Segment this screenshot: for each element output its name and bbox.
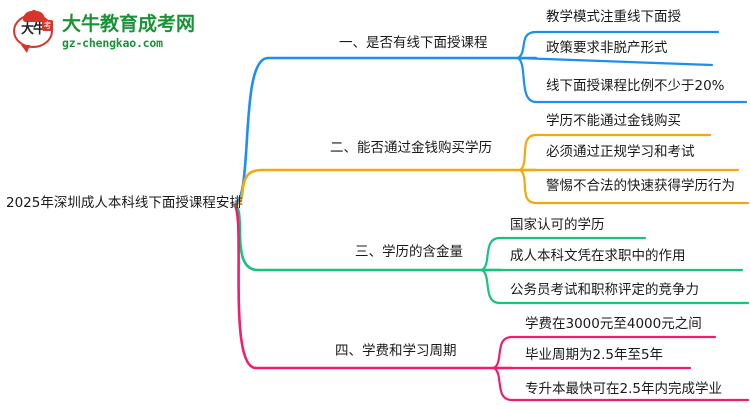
mindmap-subtopic-1-3: 线下面授课程比例不少于20%	[546, 78, 725, 94]
mindmap-subtopic-3-1: 国家认可的学历	[510, 217, 605, 233]
site-logo: 大牛 考 大牛教育成考网 gz-chengkao.com	[12, 6, 212, 58]
logo-mark-text: 大牛	[20, 22, 46, 37]
mindmap-topic-2: 二、能否通过金钱购买学历	[330, 140, 492, 156]
mindmap-subtopic-4-3: 专升本最快可在2.5年内完成学业	[525, 381, 722, 397]
logo-title: 大牛教育成考网	[62, 12, 196, 35]
mindmap-subtopic-3-2: 成人本科文凭在求职中的作用	[510, 248, 686, 264]
mindmap-subtopic-2-1: 学历不能通过金钱购买	[546, 113, 681, 129]
mindmap-root-node: 2025年深圳成人本科线下面授课程安排	[6, 195, 243, 211]
mindmap-subtopic-3-3: 公务员考试和职称评定的竞争力	[510, 282, 699, 298]
mindmap-subtopic-2-3: 警惕不合法的快速获得学历行为	[546, 178, 735, 194]
logo-cap-dot	[31, 10, 37, 15]
mindmap-subtopic-4-1: 学费在3000元至4000元之间	[525, 316, 702, 332]
mindmap-topic-1: 一、是否有线下面授课程	[339, 35, 488, 51]
logo-cap-shape	[23, 11, 45, 22]
mindmap-topic-4: 四、学费和学习周期	[335, 343, 457, 359]
mindmap-subtopic-4-2: 毕业周期为2.5年至5年	[525, 347, 664, 363]
mindmap-subtopic-1-2: 政策要求非脱产形式	[546, 40, 668, 56]
mindmap-subtopic-1-1: 教学模式注重线下面授	[546, 9, 681, 25]
daniu-speech-bubble-logo-icon: 大牛 考	[12, 10, 56, 54]
mindmap-topic-3: 三、学历的含金量	[355, 244, 463, 260]
logo-bubble-tail	[21, 45, 30, 53]
logo-text-block: 大牛教育成考网 gz-chengkao.com	[62, 12, 196, 50]
logo-mark-badge: 考	[42, 20, 53, 31]
mindmap-subtopic-2-2: 必须通过正规学习和考试	[546, 144, 695, 160]
logo-subtitle-url: gz-chengkao.com	[62, 35, 163, 50]
